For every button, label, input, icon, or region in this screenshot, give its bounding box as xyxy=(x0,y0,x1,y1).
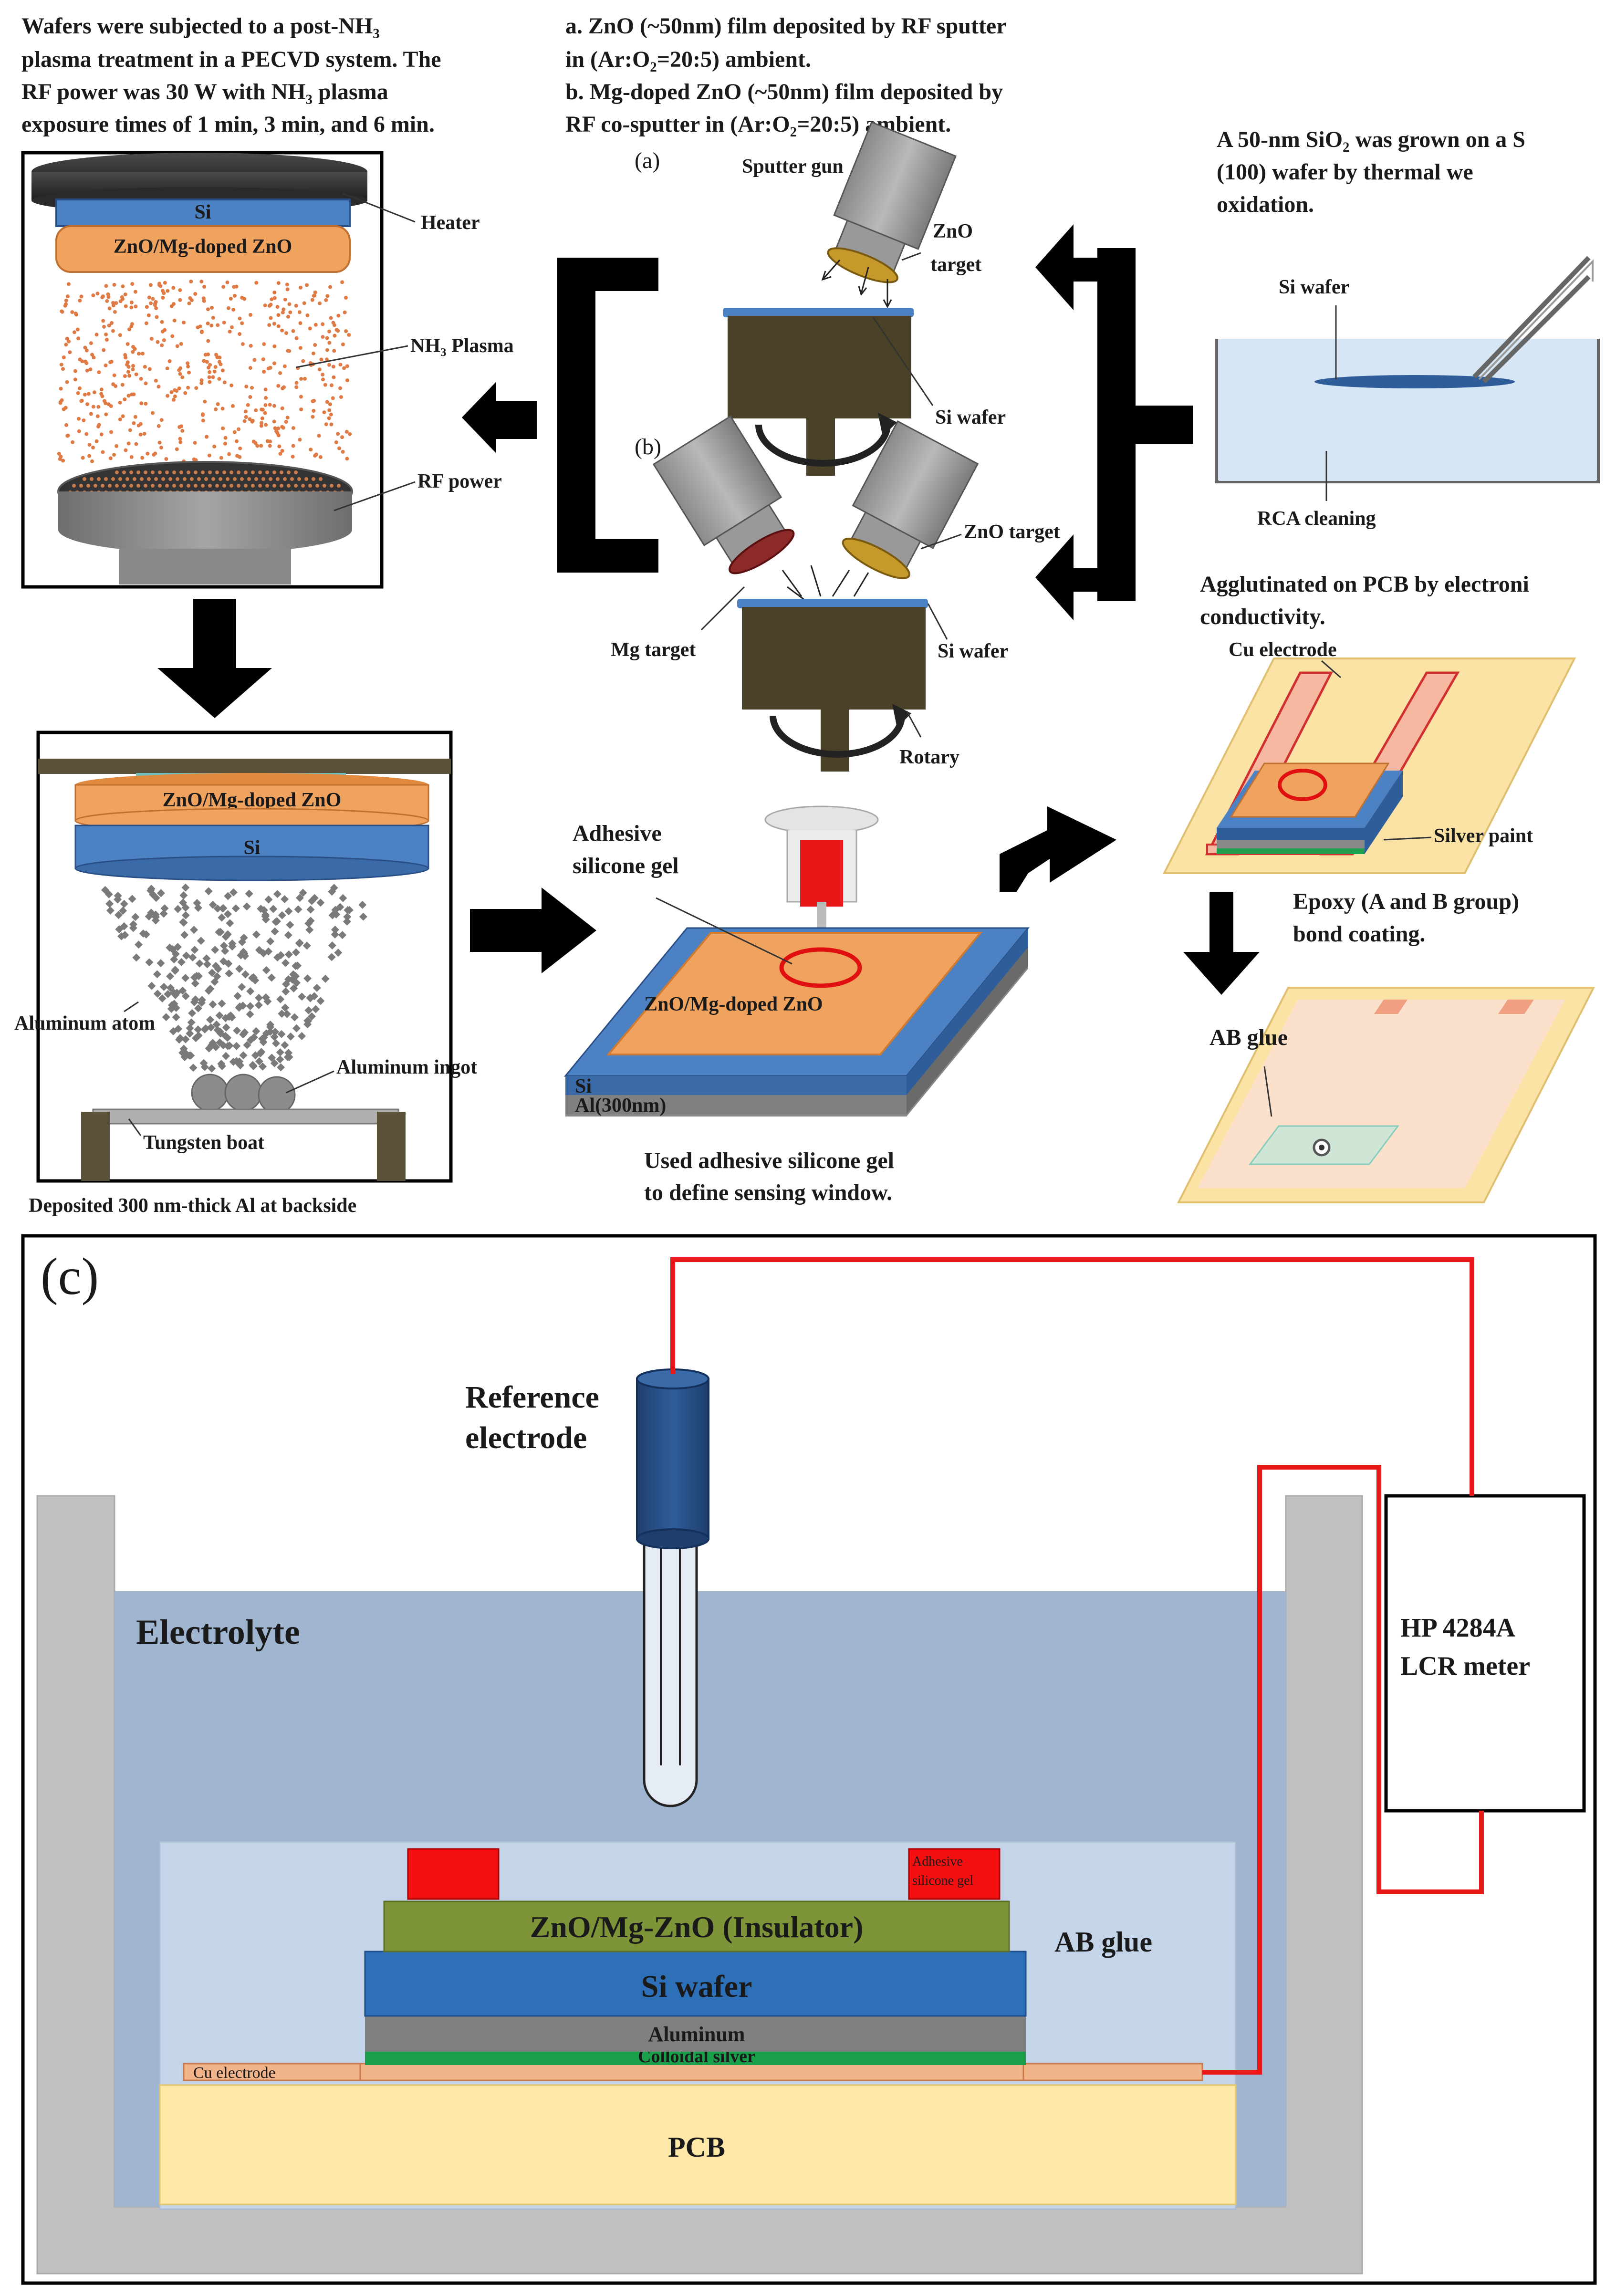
aluminum-layer xyxy=(365,2016,1026,2052)
right-bracket xyxy=(1097,248,1136,601)
pcb-mount: Agglutinated on PCB by electroni conduct… xyxy=(1162,572,1595,1203)
svg-text:to define sensing window.: to define sensing window. xyxy=(644,1180,892,1205)
svg-text:conductivity.: conductivity. xyxy=(1200,604,1325,629)
svg-text:Adhesive: Adhesive xyxy=(912,1854,963,1869)
svg-text:Epoxy (A and B group): Epoxy (A and B group) xyxy=(1293,889,1519,914)
svg-text:HP 4284A: HP 4284A xyxy=(1400,1613,1516,1643)
pcb-board xyxy=(159,2084,1237,2205)
svg-text:Agglutinated on PCB by electro: Agglutinated on PCB by electroni xyxy=(1200,572,1529,597)
pecvd-chamber: Si ZnO/Mg-doped ZnO Heater NH₃ Plasma RF… xyxy=(21,151,514,589)
wire-reference xyxy=(670,1257,1474,1496)
zno-film-layer xyxy=(55,225,351,273)
svg-text:in (Ar:O₂=20:5) ambient.: in (Ar:O₂=20:5) ambient. xyxy=(565,47,811,72)
svg-text:Si wafer: Si wafer xyxy=(641,1969,752,2004)
svg-text:Adhesive: Adhesive xyxy=(573,821,662,846)
svg-text:AB glue: AB glue xyxy=(1054,1926,1152,1958)
svg-text:RF power was 30 W with NH₃ pla: RF power was 30 W with NH₃ plasma xyxy=(21,79,388,104)
svg-text:Cu electrode: Cu electrode xyxy=(193,2064,276,2082)
svg-text:silicone gel: silicone gel xyxy=(573,853,679,878)
svg-text:bond coating.: bond coating. xyxy=(1293,921,1425,947)
sensing-window-device: Adhesive silicone gel ZnO/Mg-doped ZnO S… xyxy=(563,805,1030,1205)
svg-text:Si: Si xyxy=(243,837,260,859)
svg-text:(100) wafer by thermal we: (100) wafer by thermal we xyxy=(1217,159,1473,185)
svg-text:Cu electrode: Cu electrode xyxy=(1229,639,1337,661)
svg-text:Mg target: Mg target xyxy=(611,639,696,661)
oxidation-note: A 50-nm SiO₂ was grown on a S (100) wafe… xyxy=(1217,127,1525,217)
svg-text:Aluminum: Aluminum xyxy=(648,2023,745,2046)
svg-text:b. Mg-doped ZnO (~50nm) film d: b. Mg-doped ZnO (~50nm) film deposited b… xyxy=(565,79,1003,104)
svg-text:AB glue: AB glue xyxy=(1209,1025,1288,1050)
svg-text:Si wafer: Si wafer xyxy=(935,407,1006,428)
si-layer xyxy=(55,198,351,227)
insulator-layer xyxy=(383,1900,1010,1952)
svg-text:A 50-nm SiO₂ was grown on a S: A 50-nm SiO₂ was grown on a S xyxy=(1217,127,1525,152)
aluminum-atoms xyxy=(101,883,367,1073)
arrow-down-to-epoxy xyxy=(1183,892,1260,995)
svg-text:(a): (a) xyxy=(635,148,660,173)
sputter-system-b: (b) Si wafer Mg target ZnO target xyxy=(611,415,1060,772)
svg-text:Electrolyte: Electrolyte xyxy=(136,1613,300,1652)
arrow-to-sputter-a xyxy=(1035,224,1112,310)
svg-text:Sputter gun: Sputter gun xyxy=(742,156,844,177)
svg-text:Si wafer: Si wafer xyxy=(1279,276,1349,298)
silicone-gel-left xyxy=(407,1848,500,1900)
svg-text:Aluminum atom: Aluminum atom xyxy=(14,1012,155,1034)
arrow-right-to-gel xyxy=(470,887,596,973)
svg-text:ZnO/Mg-ZnO (Insulator): ZnO/Mg-ZnO (Insulator) xyxy=(530,1910,864,1944)
svg-text:Deposited 300 nm-thick Al at b: Deposited 300 nm-thick Al at backside xyxy=(29,1195,356,1217)
svg-text:ZnO target: ZnO target xyxy=(964,521,1060,543)
svg-text:Si wafer: Si wafer xyxy=(938,640,1008,662)
svg-text:ZnO/Mg-doped ZnO: ZnO/Mg-doped ZnO xyxy=(114,236,292,258)
svg-text:NH₃ Plasma: NH₃ Plasma xyxy=(410,335,514,357)
svg-text:ZnO/Mg-doped ZnO: ZnO/Mg-doped ZnO xyxy=(644,993,823,1015)
svg-text:plasma treatment in a PECVD sy: plasma treatment in a PECVD system. The xyxy=(21,47,441,72)
svg-text:Si: Si xyxy=(194,201,211,223)
svg-text:exposure times of 1 min, 3 min: exposure times of 1 min, 3 min, and 6 mi… xyxy=(21,112,435,137)
svg-text:Rotary: Rotary xyxy=(899,746,959,768)
svg-text:electrode: electrode xyxy=(465,1420,587,1455)
lcr-meter xyxy=(1384,1494,1586,1813)
svg-text:(c): (c) xyxy=(41,1247,99,1305)
reference-electrode-body xyxy=(636,1378,709,1540)
svg-text:RCA cleaning: RCA cleaning xyxy=(1257,508,1376,530)
arrow-down-to-evaporation xyxy=(157,599,272,718)
pecvd-note: Wafers were subjected to a post-NH₃ plas… xyxy=(21,13,441,137)
svg-text:Al(300nm): Al(300nm) xyxy=(575,1095,666,1117)
svg-text:(b): (b) xyxy=(635,434,661,459)
arrow-to-pcb xyxy=(1000,806,1116,892)
si-wafer-layer xyxy=(364,1951,1027,2017)
svg-text:Tungsten boat: Tungsten boat xyxy=(143,1132,264,1154)
arrow-left-to-pecvd xyxy=(462,382,537,453)
panel-c-measurement-setup: (c) Electrolyte AB glue PCB Cu electrode… xyxy=(21,1234,1597,2285)
svg-text:ZnO/Mg-doped ZnO: ZnO/Mg-doped ZnO xyxy=(163,789,342,811)
wire-electrode xyxy=(1202,1465,1484,2075)
reference-electrode-tube xyxy=(643,1539,698,1807)
svg-text:silicone gel: silicone gel xyxy=(912,1873,974,1888)
left-bracket xyxy=(557,258,658,573)
svg-text:oxidation.: oxidation. xyxy=(1217,192,1314,217)
svg-text:PCB: PCB xyxy=(668,2131,725,2163)
sputter-note: a. ZnO (~50nm) film deposited by RF sput… xyxy=(565,13,1007,137)
svg-text:a. ZnO (~50nm) film deposited: a. ZnO (~50nm) film deposited by RF sput… xyxy=(565,13,1007,39)
rca-cleaning-bath: Si wafer RCA cleaning xyxy=(1215,256,1600,530)
svg-text:RF power: RF power xyxy=(417,470,502,492)
svg-text:Aluminum ingot: Aluminum ingot xyxy=(336,1056,477,1078)
svg-text:LCR meter: LCR meter xyxy=(1400,1651,1530,1681)
evaporation-chamber: ZnO/Mg-doped ZnO Si Aluminum atom Alumin… xyxy=(14,731,477,1217)
colloidal-silver-layer xyxy=(365,2052,1026,2065)
svg-text:target: target xyxy=(930,254,981,276)
svg-text:Reference: Reference xyxy=(465,1380,599,1415)
sputter-system-a: (a) Sputter gun ZnO target Si wafer xyxy=(635,121,1006,476)
nh3-plasma xyxy=(57,280,352,463)
arrow-to-sputter-b xyxy=(1035,534,1112,620)
svg-text:Heater: Heater xyxy=(421,212,480,234)
svg-text:Si: Si xyxy=(575,1075,592,1097)
svg-text:Used adhesive silicone gel: Used adhesive silicone gel xyxy=(644,1148,894,1173)
svg-text:Wafers were subjected to a pos: Wafers were subjected to a post-NH₃ xyxy=(21,13,380,39)
silicone-gel-right xyxy=(908,1848,1001,1900)
svg-text:Silver paint: Silver paint xyxy=(1434,825,1533,847)
svg-text:ZnO: ZnO xyxy=(933,220,973,242)
